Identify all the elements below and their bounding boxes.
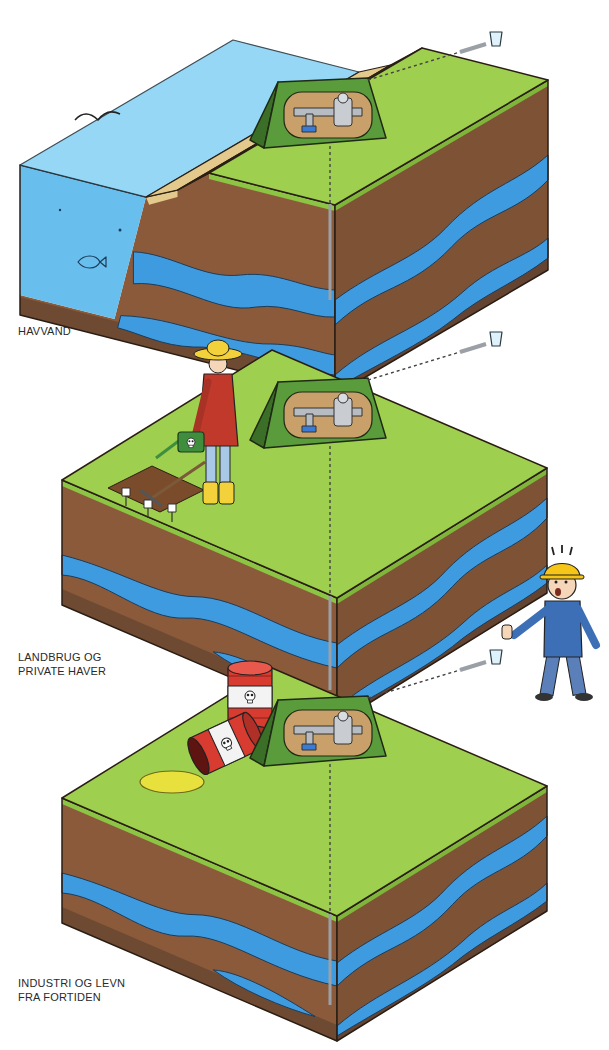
cup [490, 32, 502, 46]
can-spout [156, 440, 180, 458]
rake-handle [152, 462, 205, 498]
barrel-top [228, 661, 272, 675]
sea-block [20, 32, 548, 395]
cup [490, 332, 502, 346]
mouth [555, 588, 561, 596]
region-label: HAVVAND [18, 324, 128, 338]
aquifer [337, 883, 547, 1038]
hat-crown [207, 340, 229, 356]
skull [220, 736, 234, 751]
leg [540, 654, 560, 696]
seagull [75, 112, 120, 120]
outlet-pipe-hidden [368, 670, 460, 698]
aquifer [133, 239, 335, 335]
gardener [156, 340, 242, 504]
well-pipe-hidden [329, 764, 330, 914]
helmet-brim [540, 575, 584, 579]
barrel-label [228, 686, 272, 708]
well-pipe [329, 914, 332, 1005]
well-house [250, 378, 386, 448]
well-pipe-hidden [329, 446, 330, 596]
shoe [575, 693, 593, 701]
leg [220, 442, 230, 488]
shoe [535, 693, 553, 701]
alarm-stroke [570, 547, 572, 555]
leg [566, 654, 586, 696]
worker [502, 545, 596, 701]
plant-marker [168, 504, 176, 522]
well-pipe-hidden [329, 146, 330, 204]
arm [196, 382, 208, 432]
industry-block [62, 650, 547, 1041]
boot [203, 482, 218, 504]
outlet-pipe-hidden [368, 52, 460, 80]
arm [578, 609, 596, 645]
outlet-pipe [460, 44, 486, 52]
well-house [250, 696, 386, 766]
rake-head [140, 490, 162, 506]
outlet-pipe-hidden [368, 352, 460, 380]
boot [219, 482, 234, 504]
aquifer [213, 965, 315, 1020]
barrel-opening [184, 735, 214, 777]
alarm-stroke [552, 547, 554, 555]
outlet-pipe [460, 344, 486, 352]
outlet-pipe [460, 662, 486, 670]
cup [490, 650, 502, 664]
well-pipe [329, 204, 332, 300]
grass-top [62, 350, 547, 598]
barrel-label [208, 720, 245, 766]
fish [78, 256, 106, 268]
region-label: INDUSTRI OG LEVN FRA FORTIDEN [18, 976, 143, 1004]
grass-top [62, 668, 547, 916]
well-house [250, 78, 386, 148]
aquifer [335, 238, 548, 392]
arm [514, 609, 548, 635]
garden-block [62, 332, 547, 723]
grass-top [209, 48, 548, 205]
skull [187, 438, 195, 448]
region-label: LANDBRUG OG PRIVATE HAVER [18, 650, 128, 678]
chemical-spill [140, 771, 204, 793]
eye [555, 581, 558, 584]
hand [502, 625, 512, 639]
plant-marker [144, 500, 152, 518]
leg [206, 442, 216, 488]
watering-can [178, 432, 204, 452]
tipped-barrel [184, 710, 267, 777]
eye [565, 581, 568, 584]
bubble [119, 229, 122, 232]
alarm-stroke [561, 545, 563, 553]
well-pipe [329, 596, 332, 690]
plant-marker [122, 488, 130, 506]
bubble [59, 209, 61, 211]
skull [245, 691, 255, 703]
